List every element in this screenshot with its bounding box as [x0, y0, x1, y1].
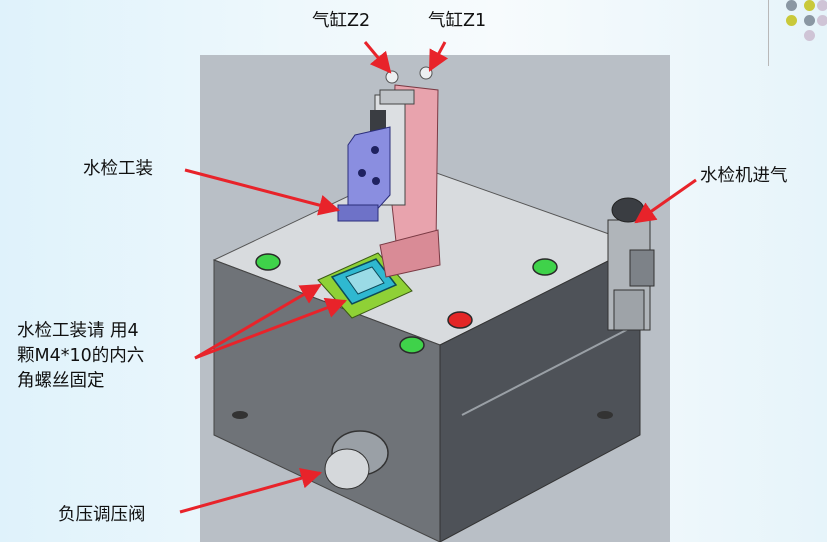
vacuum-valve-knob	[324, 448, 370, 490]
start-button-green-left	[255, 253, 281, 271]
fitting-z2	[385, 70, 399, 84]
fixture-head	[337, 204, 379, 222]
label-mount-note-line3: 角螺丝固定	[17, 371, 105, 391]
fixture-hole	[358, 169, 366, 177]
regulator-gauge	[629, 249, 655, 287]
regulator-bowl	[613, 289, 645, 331]
machine-foot	[232, 411, 248, 419]
deco-dot-yellow	[804, 0, 815, 11]
start-button-green-front	[399, 336, 425, 354]
label-cylinder-z1: 气缸Z1	[428, 11, 487, 31]
regulator-cap	[611, 197, 645, 223]
fitting-z1	[419, 66, 433, 80]
label-vacuum-valve: 负压调压阀	[58, 505, 146, 525]
machine-front-side	[439, 244, 641, 542]
stop-button-red	[447, 311, 473, 329]
air-filter-regulator	[607, 197, 655, 331]
blue-fixture	[347, 126, 391, 216]
fixture-hole	[371, 146, 379, 154]
deco-divider	[768, 0, 769, 66]
label-mount-note-line1: 水检工装请 用4	[17, 321, 139, 341]
panel-seam	[461, 324, 637, 416]
fixture-hole	[372, 177, 380, 185]
label-mount-note-line2: 颗M4*10的内六	[17, 346, 145, 366]
start-button-green-right	[532, 258, 558, 276]
deco-dot-pink	[817, 0, 827, 11]
deco-dot-gray	[786, 0, 797, 11]
label-air-inlet: 水检机进气	[700, 166, 788, 186]
machine-foot	[597, 411, 613, 419]
deco-dot-pink	[804, 30, 815, 41]
deco-dot-gray	[804, 15, 815, 26]
cyan-workpiece-inner	[345, 266, 385, 295]
pink-bracket-base	[379, 229, 441, 278]
label-fixture: 水检工装	[83, 159, 153, 179]
deco-dot-yellow	[786, 15, 797, 26]
cylinder-top-block	[379, 89, 415, 105]
deco-dot-pink	[817, 15, 827, 26]
label-cylinder-z2: 气缸Z2	[312, 11, 371, 31]
